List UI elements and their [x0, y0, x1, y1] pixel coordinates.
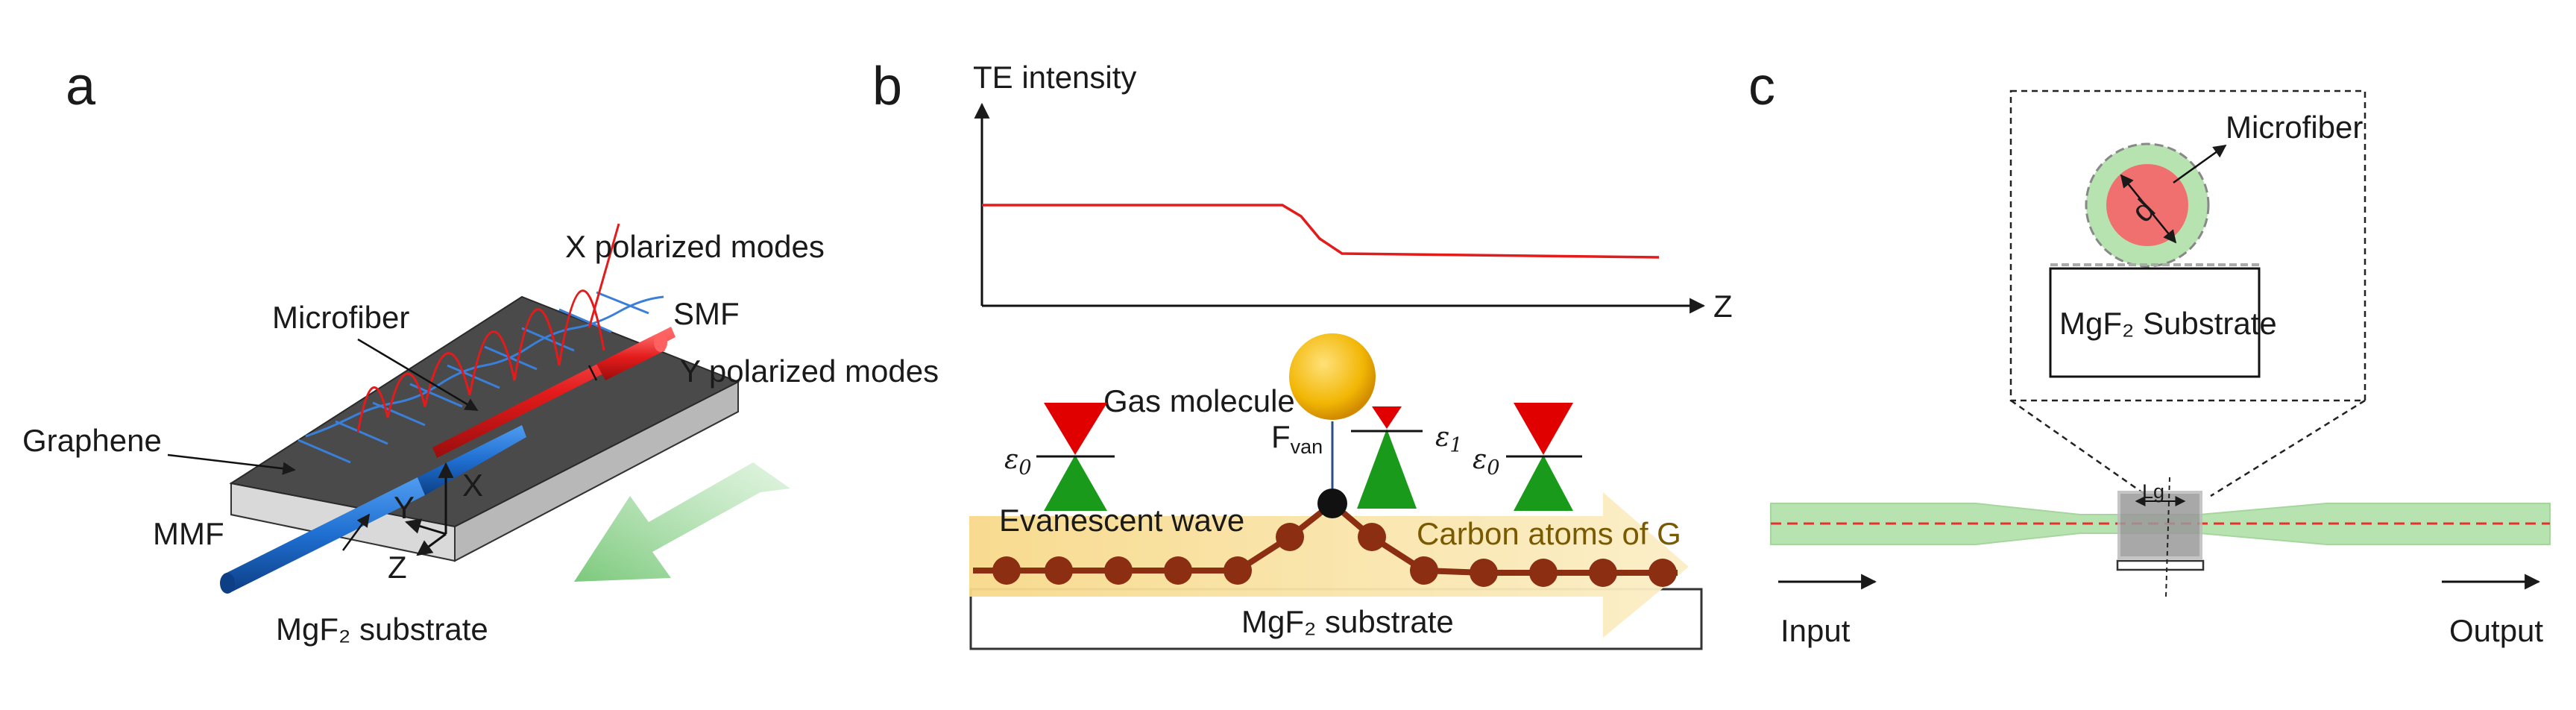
substrate-box-b — [969, 588, 1703, 650]
inset-box — [2009, 89, 2366, 402]
y-axis-label: TE intensity — [973, 60, 1136, 95]
dirac-cone-center — [1351, 406, 1423, 509]
dirac-cone-left — [1036, 403, 1115, 511]
label-substrate-c: MgF₂ Substrate — [2059, 306, 2277, 341]
label-mmf: MMF — [153, 516, 224, 551]
label-microfiber: Microfiber — [272, 300, 409, 335]
carbon-chain — [973, 488, 1678, 587]
te-intensity-plot: TE intensity Z — [973, 60, 1733, 324]
label-output: Output — [2449, 613, 2543, 648]
flow-arrow — [574, 462, 790, 582]
label-smf: SMF — [673, 296, 740, 331]
panel-a: a — [22, 57, 939, 647]
epsilon-0-left: ε0 — [1004, 444, 1032, 480]
label-substrate-a: MgF₂ substrate — [276, 612, 488, 647]
label-lg: Lg — [2142, 480, 2164, 503]
x-axis-label: Z — [1713, 289, 1733, 324]
dirac-cone-right — [1506, 403, 1582, 511]
axis-z-label: Z — [388, 550, 407, 585]
microfiber-cross-section — [2085, 142, 2227, 268]
substrate-base-c — [2116, 559, 2205, 571]
panel-letter-a: a — [66, 57, 96, 116]
panel-letter-b: b — [872, 57, 902, 116]
label-carbon-atoms: Carbon atoms of G — [1417, 516, 1681, 551]
smf-fiber — [596, 333, 667, 380]
axis-x-label: X — [462, 468, 483, 503]
panel-b: b TE intensity Z MgF₂ substrate Evanesce — [872, 57, 1733, 650]
label-y-polarized: Y polarized modes — [680, 354, 939, 389]
gas-molecule — [1289, 333, 1376, 420]
panel-c: c d Microfiber MgF₂ Substrate Lg Input O… — [1748, 57, 2551, 648]
label-microfiber-c: Microfiber — [2226, 110, 2363, 145]
label-graphene: Graphene — [22, 423, 162, 458]
label-gas-molecule: Gas molecule — [1103, 383, 1295, 418]
adsorption-site — [1317, 488, 1347, 518]
leader-lines — [167, 338, 598, 551]
x-polarized-wave — [356, 223, 620, 433]
coordinate-axes — [404, 462, 454, 556]
label-x-polarized: X polarized modes — [565, 229, 825, 264]
epsilon-1: ε1 — [1435, 422, 1463, 457]
label-evanescent: Evanescent wave — [999, 503, 1244, 538]
evanescent-wave-band — [969, 492, 1689, 638]
label-input: Input — [1780, 613, 1851, 648]
epsilon-0-right: ε0 — [1473, 444, 1500, 480]
panel-letter-c: c — [1748, 57, 1775, 116]
y-polarized-wave — [297, 291, 664, 464]
label-substrate-b: MgF₂ substrate — [1241, 604, 1454, 639]
te-intensity-curve — [982, 204, 1660, 259]
label-fvan: Fvan — [1271, 419, 1323, 458]
axis-y-label: Y — [394, 490, 415, 525]
substrate-box-c — [2049, 267, 2261, 378]
